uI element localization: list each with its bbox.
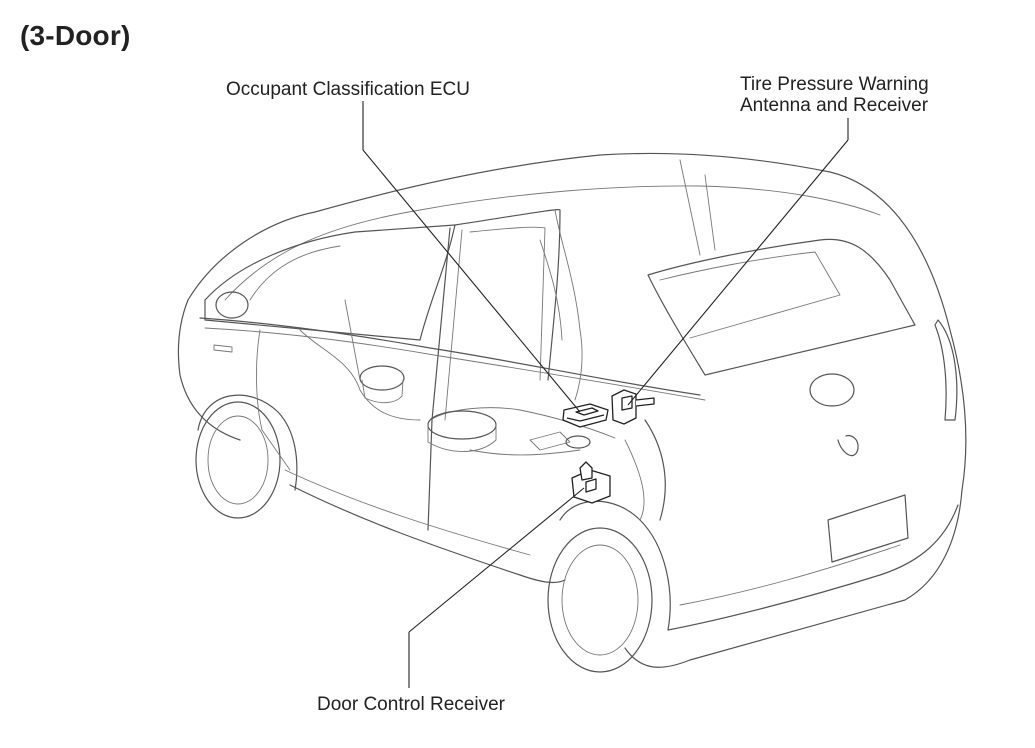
car-body-outline: [177, 152, 967, 673]
occupant-classification-ecu-component: [562, 403, 609, 428]
tire-pressure-warning-label: Tire Pressure Warning Antenna and Receiv…: [740, 74, 929, 116]
tire-pressure-warning-text-line1: Tire Pressure Warning: [740, 74, 929, 95]
door-control-receiver-label: Door Control Receiver: [317, 694, 505, 715]
door-control-receiver-text: Door Control Receiver: [317, 694, 505, 715]
occupant-classification-ecu-text: Occupant Classification ECU: [226, 79, 470, 100]
door-control-receiver-component: [571, 461, 611, 504]
tire-pressure-warning-text-line2: Antenna and Receiver: [740, 95, 929, 116]
tire-pressure-warning-receiver-component: [611, 389, 655, 425]
occupant-ecu-leader-line-diagonal: [362, 149, 581, 413]
occupant-classification-ecu-label: Occupant Classification ECU: [226, 79, 470, 100]
door-control-leader-line-diagonal: [408, 487, 585, 633]
page-title: (3-Door): [20, 20, 131, 51]
tire-pressure-leader-line-diagonal: [627, 139, 849, 406]
